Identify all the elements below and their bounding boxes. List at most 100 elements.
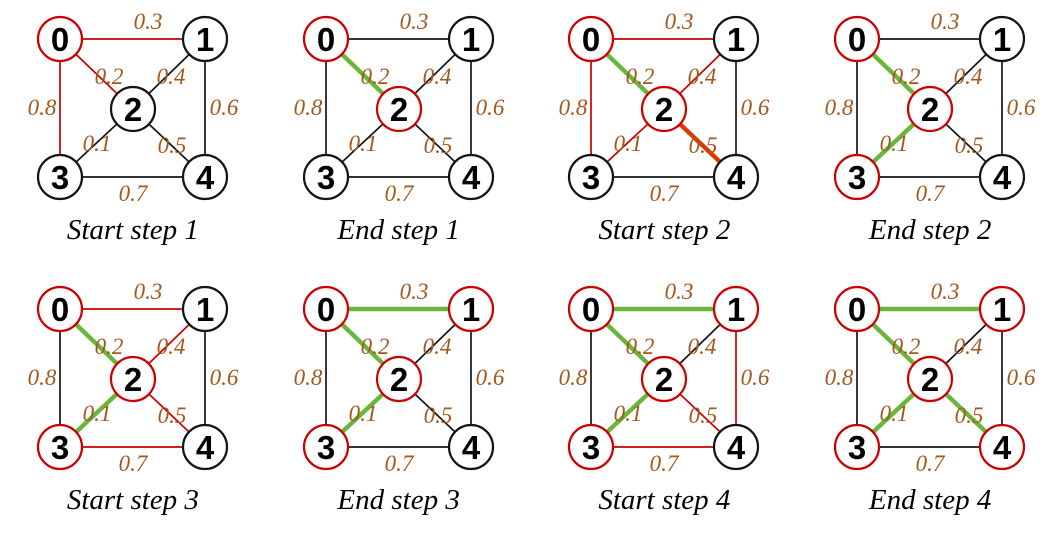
node-2-circle <box>109 85 156 133</box>
weight-label-0-2: 0.2 <box>626 334 655 359</box>
node-4-circle <box>713 423 760 471</box>
node-2-circle <box>907 85 954 133</box>
node-4-label: 4 <box>993 429 1012 466</box>
panel-caption: End step 3 <box>337 484 460 516</box>
weight-label-2-3: 0.1 <box>83 131 112 156</box>
node-2-circle <box>375 85 422 133</box>
node-1-label: 1 <box>727 291 745 328</box>
weight-label-2-3: 0.1 <box>614 131 643 156</box>
weight-label-1-4: 0.6 <box>741 365 770 390</box>
node-3-label: 3 <box>51 159 69 196</box>
weight-label-1-4: 0.6 <box>210 95 239 120</box>
weight-label-3-4: 0.7 <box>384 451 414 476</box>
weight-label-0-1: 0.3 <box>931 9 960 34</box>
node-0-label: 0 <box>51 291 69 328</box>
node-1-circle <box>181 285 228 333</box>
node-3-circle <box>302 423 349 471</box>
weight-label-0-3: 0.8 <box>825 95 854 120</box>
weight-label-3-4: 0.7 <box>119 451 149 476</box>
node-0-label: 0 <box>51 21 69 58</box>
panel-caption: Start step 4 <box>598 484 731 516</box>
weight-label-0-1: 0.3 <box>134 9 163 34</box>
node-0-label: 0 <box>316 291 334 328</box>
node-4-label: 4 <box>727 429 746 466</box>
node-3-label: 3 <box>51 429 69 466</box>
weight-label-0-3: 0.8 <box>28 95 57 120</box>
weight-label-0-1: 0.3 <box>134 279 163 304</box>
node-3-circle <box>568 153 615 201</box>
node-0-circle <box>302 15 349 63</box>
node-4-circle <box>447 423 494 471</box>
node-0-label: 0 <box>582 21 600 58</box>
weight-label-0-1: 0.3 <box>665 279 694 304</box>
node-1-circle <box>713 15 760 63</box>
weight-label-0-1: 0.3 <box>665 9 694 34</box>
node-2-circle <box>641 355 688 403</box>
node-0-circle <box>36 15 83 63</box>
weight-label-0-2: 0.2 <box>892 334 921 359</box>
weight-label-1-2: 0.4 <box>422 334 451 359</box>
weight-label-1-4: 0.6 <box>1007 95 1036 120</box>
weight-label-1-2: 0.4 <box>422 64 451 89</box>
weight-label-0-2: 0.2 <box>892 64 921 89</box>
panel-caption: End step 4 <box>868 484 992 516</box>
weight-label-0-3: 0.8 <box>293 95 322 120</box>
node-4-label: 4 <box>196 429 215 466</box>
node-2-label: 2 <box>655 91 673 128</box>
node-1-label: 1 <box>461 291 479 328</box>
node-3-circle <box>36 153 83 201</box>
node-3-label: 3 <box>316 429 334 466</box>
weight-label-3-4: 0.7 <box>384 181 414 206</box>
node-1-label: 1 <box>196 291 214 328</box>
node-0-label: 0 <box>316 21 334 58</box>
node-1-circle <box>713 285 760 333</box>
weight-label-1-4: 0.6 <box>741 95 770 120</box>
weight-label-0-1: 0.3 <box>931 279 960 304</box>
node-4-circle <box>713 153 760 201</box>
node-0-label: 0 <box>582 291 600 328</box>
weight-label-2-4: 0.5 <box>955 133 984 158</box>
node-1-label: 1 <box>461 21 479 58</box>
panel-caption: Start step 2 <box>598 214 731 246</box>
node-3-circle <box>36 423 83 471</box>
node-0-label: 0 <box>848 291 866 328</box>
weight-label-2-4: 0.5 <box>423 403 452 428</box>
node-3-label: 3 <box>316 159 334 196</box>
weight-label-0-3: 0.8 <box>28 365 57 390</box>
node-0-circle <box>36 285 83 333</box>
weight-label-0-3: 0.8 <box>559 365 588 390</box>
weight-label-3-4: 0.7 <box>650 451 680 476</box>
node-1-label: 1 <box>196 21 214 58</box>
node-1-circle <box>181 15 228 63</box>
weight-label-2-4: 0.5 <box>423 133 452 158</box>
node-2-label: 2 <box>124 91 142 128</box>
weight-label-0-3: 0.8 <box>293 365 322 390</box>
weight-label-2-4: 0.5 <box>689 133 718 158</box>
node-2-circle <box>907 355 954 403</box>
node-4-label: 4 <box>461 429 480 466</box>
node-4-circle <box>181 423 228 471</box>
weight-label-2-4: 0.5 <box>689 403 718 428</box>
weight-label-1-2: 0.4 <box>688 334 717 359</box>
node-2-label: 2 <box>389 91 407 128</box>
weight-label-2-3: 0.1 <box>83 401 112 426</box>
node-2-label: 2 <box>921 91 939 128</box>
node-4-circle <box>181 153 228 201</box>
weight-label-2-4: 0.5 <box>955 403 984 428</box>
node-3-label: 3 <box>582 159 600 196</box>
node-4-label: 4 <box>993 159 1012 196</box>
weight-label-2-3: 0.1 <box>880 401 909 426</box>
